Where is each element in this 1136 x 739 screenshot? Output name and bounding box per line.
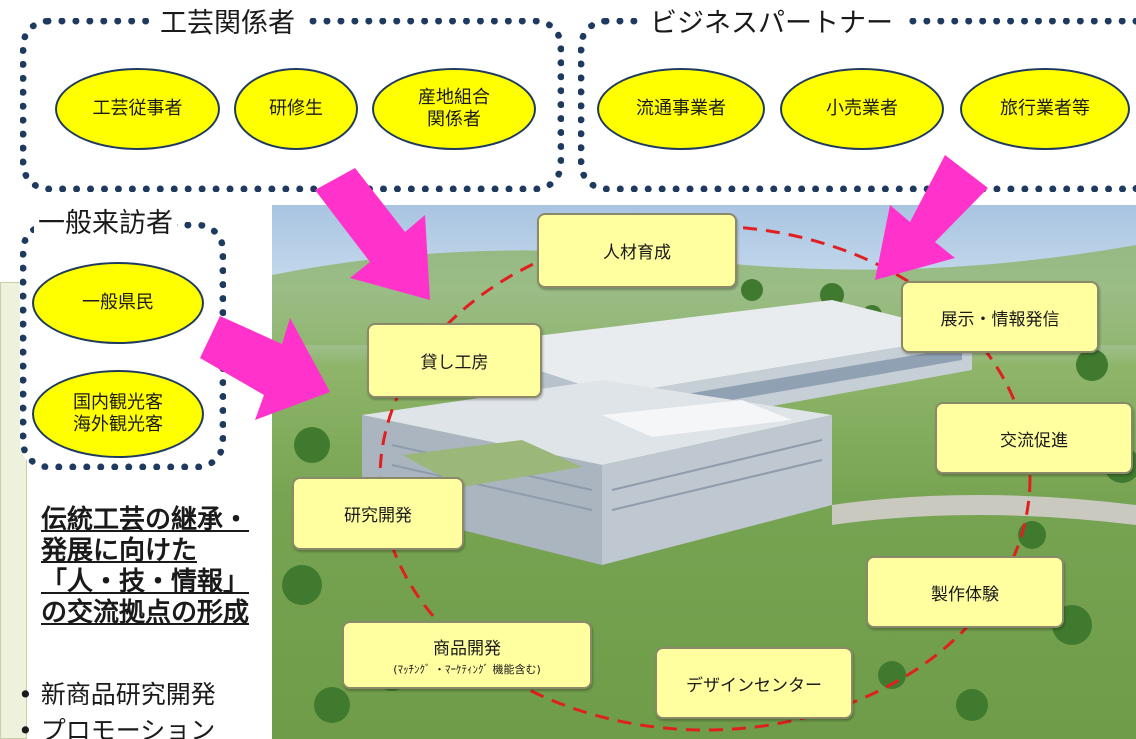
function-shohin-title: 商品開発 [433, 638, 501, 659]
function-shohin-subtitle: (ﾏｯﾁﾝｸﾞ ・ﾏｰｹﾃｨﾝｸﾞ 機能含む) [393, 662, 541, 676]
visitors-member-1: 一般県民 [32, 262, 204, 344]
craft-group-title: 工芸関係者 [150, 8, 305, 40]
business-member-1: 流通事業者 [597, 68, 765, 150]
craft-member-1: 工芸従事者 [55, 68, 220, 150]
visitors-group-title: 一般来訪者 [34, 208, 177, 240]
business-group-title: ビジネスパートナー [640, 8, 903, 40]
function-seisaku: 製作体験 [866, 556, 1064, 628]
function-tenji: 展示・情報発信 [901, 281, 1099, 353]
function-kashi: 貸し工房 [367, 323, 542, 398]
slogan-text: 伝統工芸の継承・発展に向けた「人・技・情報」の交流拠点の形成 [41, 505, 250, 628]
side-panel [0, 282, 27, 739]
craft-member-2: 研修生 [234, 68, 358, 150]
function-shohin: 商品開発 (ﾏｯﾁﾝｸﾞ ・ﾏｰｹﾃｨﾝｸﾞ 機能含む) [342, 621, 592, 689]
function-design: デザインセンター [655, 647, 853, 719]
bullet-list: 新商品研究開発 プロモーション [18, 677, 272, 739]
bullet-item: プロモーション [18, 713, 272, 739]
visitors-member-2: 国内観光客 海外観光客 [32, 370, 204, 458]
business-member-3: 旅行業者等 [960, 68, 1130, 150]
bullet-item: 新商品研究開発 [18, 677, 272, 713]
function-jinzai: 人材育成 [537, 213, 737, 288]
craft-member-3: 産地組合 関係者 [372, 68, 536, 150]
function-koryu: 交流促進 [935, 402, 1133, 474]
business-member-2: 小売業者 [780, 68, 944, 150]
function-kenkyu: 研究開発 [292, 477, 464, 550]
